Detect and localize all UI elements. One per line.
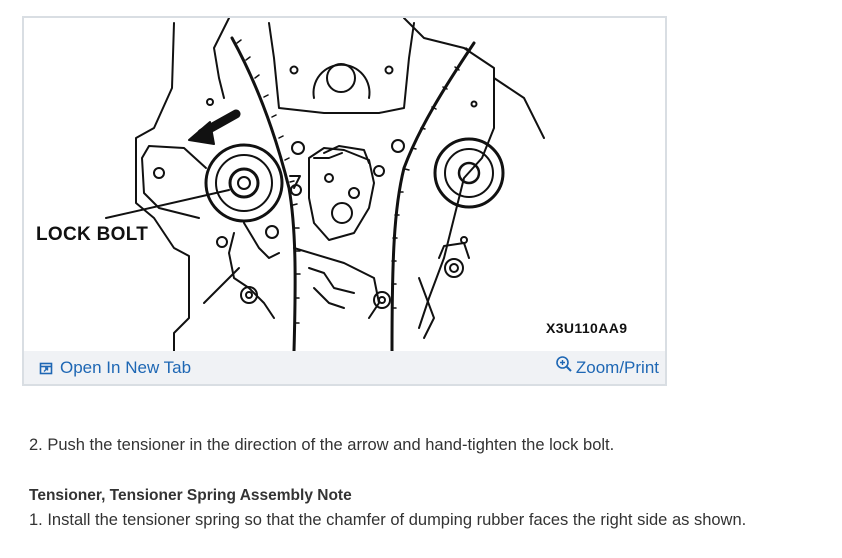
step-2-text: 2. Push the tensioner in the direction o…: [29, 436, 615, 454]
zoom-print-label: Zoom/Print: [575, 358, 659, 377]
open-in-new-tab-icon: [39, 361, 54, 376]
note-step-1-text: 1. Install the tensioner spring so that …: [29, 511, 747, 529]
zoom-magnifier-icon: [555, 355, 573, 373]
zoom-print-link[interactable]: Zoom/Print: [555, 355, 659, 378]
figure-code: X3U110AA9: [546, 320, 628, 336]
figure-action-bar: Open In New Tab Zoom/Print: [24, 351, 665, 384]
timing-belt-drawing: [105, 18, 545, 351]
lock-bolt-callout: LOCK BOLT: [36, 224, 149, 245]
open-in-new-tab-label: Open In New Tab: [60, 358, 192, 377]
timing-belt-diagram: LOCK BOLT X3U110AA9: [24, 18, 665, 351]
figure-card: LOCK BOLT X3U110AA9 Open In New Tab: [22, 16, 667, 386]
open-in-new-tab-link[interactable]: Open In New Tab: [39, 358, 191, 378]
assembly-note-heading: Tensioner, Tensioner Spring Assembly Not…: [29, 487, 352, 504]
